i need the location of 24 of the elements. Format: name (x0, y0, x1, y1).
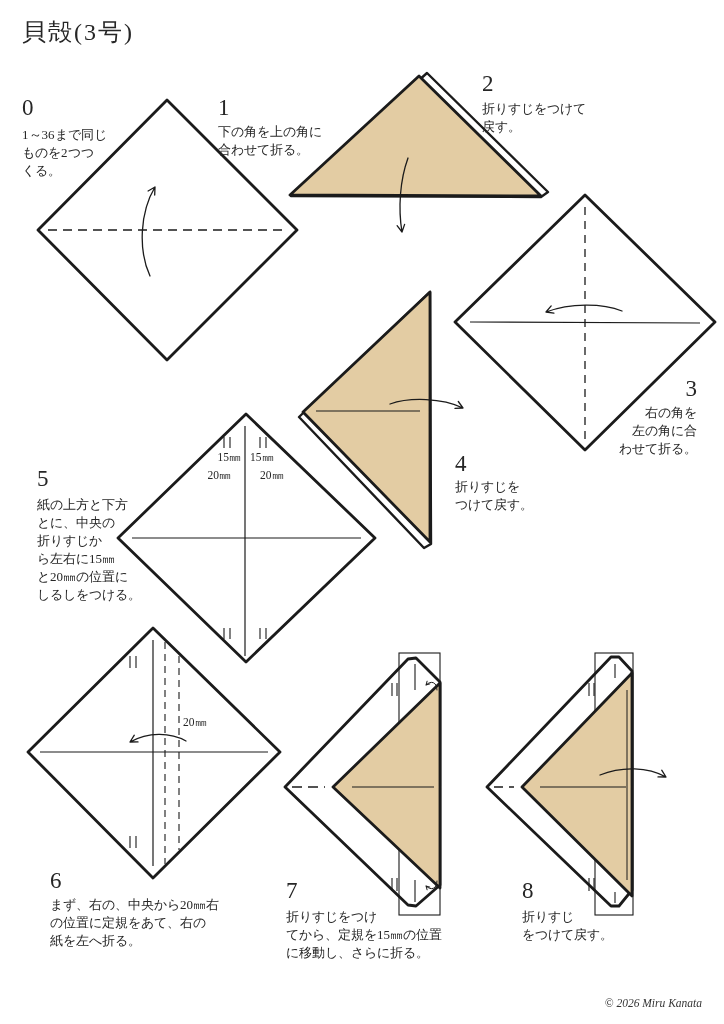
instruction-text: 下の角を上の角に合わせて折る。 (218, 124, 322, 157)
step-number: 6 (50, 868, 62, 893)
step-number: 7 (286, 878, 298, 903)
step-number: 8 (522, 878, 534, 903)
dimension-label: 20㎜ (183, 716, 207, 728)
instruction-text: 紙の上方と下方とに、中央の折りすじから左右に15㎜と20㎜の位置にしるしをつける。 (37, 497, 141, 602)
step-number: 5 (37, 466, 49, 491)
instruction-text: 右の角を左の角に合わせて折る。 (619, 405, 697, 456)
dimension-label: 20㎜ (260, 469, 284, 481)
instruction-text: 折りすじをつけて戻す。 (455, 479, 533, 512)
instruction-text: 折りすじをつけてから、定規を15㎜の位置に移動し、さらに折る。 (286, 909, 442, 960)
step-number: 4 (455, 451, 467, 476)
instruction-text: まず、右の、中央から20㎜右の位置に定規をあて、右の紙を左へ折る。 (50, 897, 219, 948)
step-number: 0 (22, 95, 34, 120)
dimension-label: 15㎜ (217, 451, 241, 463)
dimension-label: 20㎜ (207, 469, 231, 481)
step-number: 1 (218, 95, 230, 120)
dimension-label: 15㎜ (250, 451, 274, 463)
instruction-text: 1～36まで同じものを2つつくる。 (22, 127, 107, 178)
title: 貝殻(3号) (22, 18, 134, 47)
instruction-text: 折りすじをつけて戻す。 (522, 909, 613, 942)
step-number: 2 (482, 71, 494, 96)
copyright-text: © 2026 Miru Kanata (604, 997, 702, 1009)
step-number: 3 (685, 376, 697, 401)
